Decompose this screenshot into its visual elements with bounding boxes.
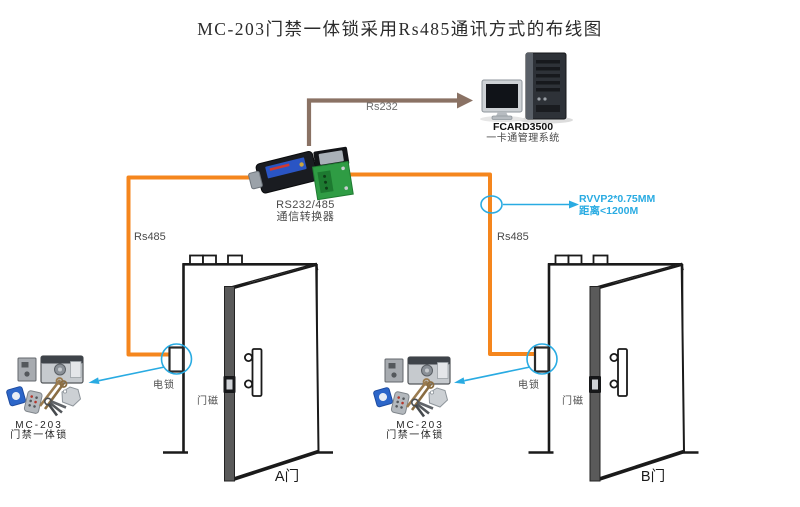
computer-tower-icon (525, 52, 567, 120)
kit-model-label-b: MC-203 (396, 420, 444, 431)
electric-lock-label-a: 电锁 (153, 380, 175, 391)
lock-callout-a (88, 343, 193, 384)
monitor-icon (481, 79, 523, 120)
rs485-left-label: Rs485 (134, 231, 166, 243)
converter-name-label: 通信转换器 (276, 211, 335, 223)
kit-name-label-a: 门禁一体锁 (10, 430, 68, 441)
lock-kit-b-icon (371, 355, 452, 418)
rs232-485-converter-icon (248, 151, 319, 194)
converter-model-label: RS232/485 (276, 199, 335, 211)
pc-system-label: 一卡通管理系统 (486, 133, 560, 144)
pc-model-label: FCARD3500 (492, 121, 554, 133)
door-b-label: B门 (640, 469, 666, 485)
electric-lock-label-b: 电锁 (518, 380, 540, 391)
lock-callout-b (454, 343, 558, 384)
page-title: MC-203门禁一体锁采用Rs485通讯方式的布线图 (197, 19, 603, 39)
lock-kit-a-icon (4, 354, 85, 417)
door-a-label: A门 (274, 469, 300, 485)
cable-distance-label: 距离<1200M (579, 205, 639, 217)
rs232-cable-arrow (306, 92, 473, 146)
cable-spec-callout (480, 195, 579, 214)
cable-spec-label: RVVP2*0.75MM (579, 193, 656, 205)
kit-name-label-b: 门禁一体锁 (386, 430, 444, 441)
rs485-right-label: Rs485 (497, 231, 529, 243)
rs485-wire-right (349, 172, 536, 356)
pc-workstation-icon (480, 52, 573, 124)
kit-model-label-a: MC-203 (15, 420, 63, 431)
door-magnet-label-b: 门磁 (562, 396, 584, 407)
rs485-adapter-board-icon (311, 146, 354, 201)
rs232-label: Rs232 (366, 101, 398, 113)
rs485-wire-left (126, 175, 262, 357)
door-magnet-label-a: 门磁 (197, 396, 219, 407)
